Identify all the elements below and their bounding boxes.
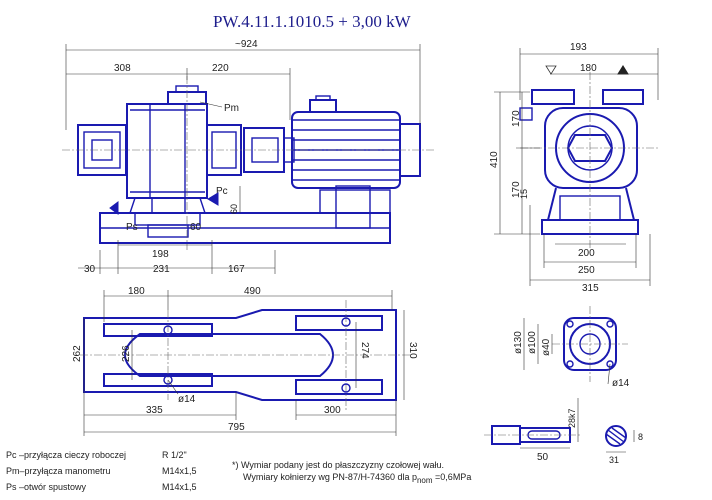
- plan-view: 180 490 262 226 274 310 ø14 335 300 795: [72, 286, 418, 436]
- pc-label: Pc: [216, 186, 228, 197]
- dim-180-plan: 180: [128, 286, 145, 297]
- pm-label: Pm: [224, 103, 239, 114]
- note-line-2: Wymiary kołnierzy wg PN-87/H-74360 dla p…: [243, 472, 471, 485]
- dim-170-lower: 170: [511, 181, 522, 198]
- connection-legend: Pc –przyłącza cieczy roboczej R 1/2" Pm–…: [6, 450, 197, 492]
- pc-arrow-icon: [207, 192, 219, 206]
- dim-40: ø40: [541, 338, 552, 356]
- inlet-triangle-icon: [617, 65, 629, 75]
- dim-8: 8: [638, 432, 643, 442]
- dim-410: 410: [489, 151, 500, 168]
- end-view: 193 180 410 170 170 15 200 250 315: [489, 42, 660, 294]
- dim-60-horizontal: 60: [190, 222, 202, 233]
- dim-167: 167: [228, 264, 245, 275]
- dim-15: 15: [519, 189, 529, 199]
- legend-ps-label: Ps –otwór spustowy: [6, 482, 87, 492]
- dim-170-upper: 170: [511, 110, 522, 127]
- dim-31: 31: [609, 455, 619, 465]
- side-view: Pm Pc Ps ~924 308 220 198 60 60 30 231 1…: [62, 39, 435, 275]
- legend-pc-value: R 1/2": [162, 450, 187, 460]
- dim-274: 274: [359, 342, 370, 359]
- dim-315: 315: [582, 283, 599, 294]
- dim-130: ø130: [513, 331, 524, 354]
- ps-label: Ps: [126, 222, 138, 233]
- dim-28k7: 28k7: [567, 408, 577, 428]
- dim-490: 490: [244, 286, 261, 297]
- dim-310: 310: [407, 342, 418, 359]
- dim-335: 335: [146, 405, 163, 416]
- dim-50: 50: [537, 452, 549, 463]
- dim-231: 231: [153, 264, 170, 275]
- dim-14-plan: ø14: [178, 394, 196, 405]
- drain-arrow-icon: [109, 201, 119, 215]
- dim-198: 198: [152, 249, 169, 260]
- drawing-title: PW.4.11.1.1010.5 + 3,00 kW: [213, 12, 412, 31]
- drawing-notes: *) Wymiar podany jest do płaszczyzny czo…: [232, 460, 471, 485]
- dim-220: 220: [212, 63, 229, 74]
- dim-100: ø100: [527, 331, 538, 354]
- dim-30: 30: [84, 264, 96, 275]
- dim-308: 308: [114, 63, 131, 74]
- legend-ps-value: M14x1,5: [162, 482, 197, 492]
- dim-14-flange: ø14: [612, 378, 630, 389]
- dim-795: 795: [228, 422, 245, 433]
- dim-300: 300: [324, 405, 341, 416]
- dim-overall-length: ~924: [235, 39, 258, 50]
- dim-262: 262: [72, 345, 83, 362]
- shaft-detail: 28k7 50 8 31: [484, 398, 643, 465]
- legend-pm-label: Pm–przyłącza manometru: [6, 466, 111, 476]
- shaft-section-icon: [605, 425, 627, 447]
- dim-250: 250: [578, 265, 595, 276]
- dim-60-vertical: 60: [229, 204, 239, 214]
- flange-detail: ø130 ø100 ø40 ø14: [513, 306, 630, 389]
- legend-pm-value: M14x1,5: [162, 466, 197, 476]
- note-line-1: *) Wymiar podany jest do płaszczyzny czo…: [232, 460, 444, 470]
- dim-226: 226: [121, 345, 132, 362]
- pump-body: [126, 103, 208, 199]
- outlet-triangle-icon: [545, 65, 557, 75]
- dim-200: 200: [578, 248, 595, 259]
- legend-pc-label: Pc –przyłącza cieczy roboczej: [6, 450, 126, 460]
- dim-193: 193: [570, 42, 587, 53]
- dim-180-top: 180: [580, 63, 597, 74]
